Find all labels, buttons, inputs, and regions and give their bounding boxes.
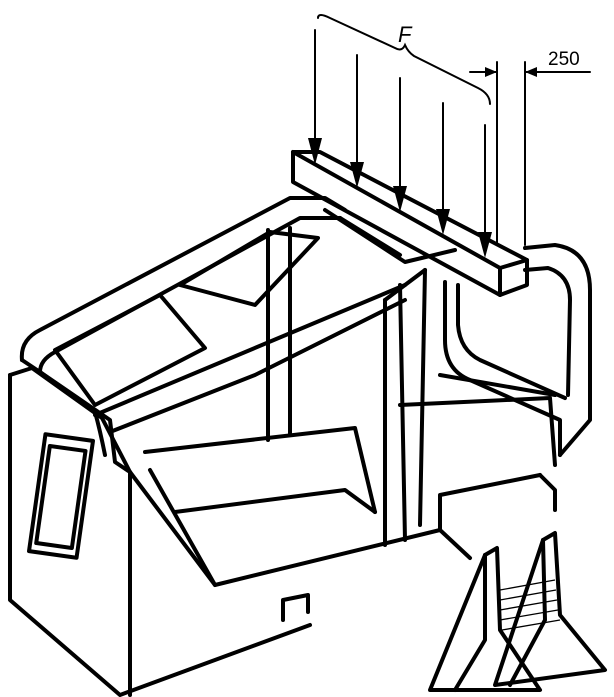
force-arrow: [436, 102, 450, 235]
dimension-label: 250: [548, 49, 580, 70]
loading-beam: [291, 150, 529, 297]
dimension-250: [469, 61, 591, 246]
machine-body: [8, 366, 557, 697]
force-arrow: [350, 54, 364, 188]
force-label: F: [398, 22, 413, 47]
support-stands: [428, 531, 607, 692]
cab-frame: [19, 196, 592, 547]
force-arrow: [393, 77, 407, 212]
force-arrow: [308, 29, 322, 165]
force-brace: [317, 14, 491, 105]
force-arrows: [308, 29, 492, 258]
force-arrow: [478, 124, 492, 258]
